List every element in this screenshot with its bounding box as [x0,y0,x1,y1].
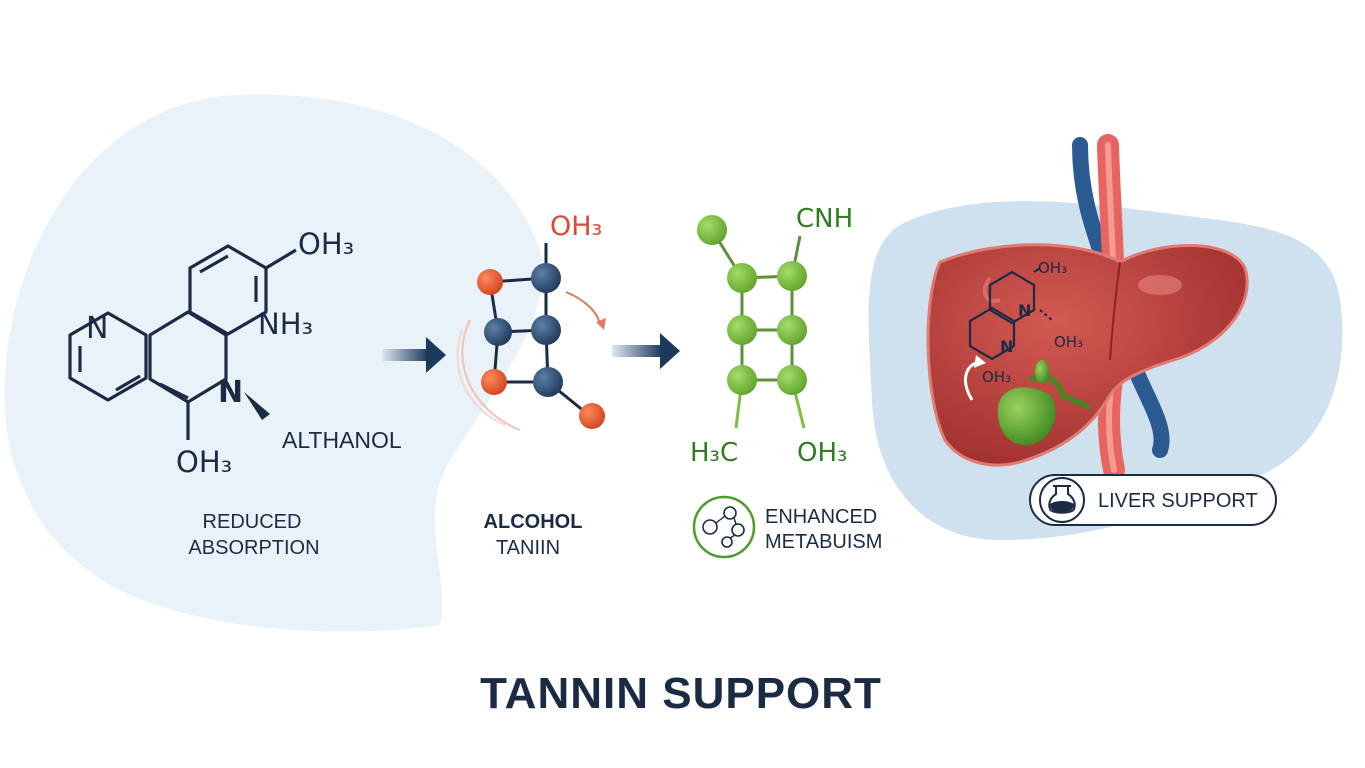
caption-left-line2: ABSORPTION [188,537,319,559]
badge-label: LIVER SUPPORT [1098,490,1258,512]
atom-label-h3c: H₃C [690,438,738,468]
caption-middle-line2: TANIIN [496,537,560,559]
atom-blue-1 [531,263,561,293]
ring-left [68,311,148,402]
atom-green-5 [777,315,807,345]
liver-label-oh3-b: OH₃ [1054,333,1083,351]
atom-blue-3 [531,315,561,345]
flask-icon [1048,485,1076,514]
molecule-left [68,244,297,440]
atom-label-n2: N [218,375,243,410]
atom-label-oh3-green: OH₃ [797,438,847,468]
atom-green-2 [727,263,757,293]
caption-left-line1: REDUCED [203,511,302,533]
background-blob-left [4,94,543,632]
atom-red-1 [477,269,503,295]
atom-blue-2 [484,318,512,346]
liver-label-n-a: N [1018,301,1031,320]
liver-label-oh3-c: OH₃ [982,368,1011,386]
molecule-green [697,215,807,429]
atom-red-3 [579,403,605,429]
atom-green-7 [777,365,807,395]
atom-label-oh3-bottom: OH₃ [176,445,232,479]
molecule-liver [968,267,1053,361]
atom-label-nh3: NH₃ [258,307,313,341]
molecule-middle [456,243,606,431]
atom-label-oh3-middle: OH₃ [550,211,602,242]
arrow-2 [612,333,680,369]
atom-green-3 [777,261,807,291]
liver-label-n-b: N [1000,337,1013,356]
liver-support-badge: LIVER SUPPORT [1029,474,1277,526]
atom-label-cnh: CNH [796,204,853,234]
page-title: TANNIN SUPPORT [480,669,882,718]
atom-label-oh3-top: OH₃ [298,227,354,261]
atom-green-1 [697,215,727,245]
atom-blue-4 [533,367,563,397]
caption-middle-line1: ALCOHOL [484,511,583,533]
atom-green-6 [727,365,757,395]
atom-green-4 [727,315,757,345]
atom-red-2 [481,369,507,395]
caption-green-line1: ENHANCED [765,506,877,528]
molecule-name-althanol: ALTHANOL [282,427,402,453]
gallbladder [997,360,1092,446]
ring-middle [148,310,228,404]
ring-upper [188,244,268,336]
caption-green-line2: METABUISM [765,531,882,553]
liver-label-oh3-a: OH₃ [1038,259,1067,277]
cycle-arrow [963,355,986,401]
rotation-arrow [565,291,601,326]
wedge-bond [244,392,270,420]
metabolism-icon [692,495,756,559]
arrow-1 [382,337,446,373]
atom-label-n1: N [86,311,108,346]
